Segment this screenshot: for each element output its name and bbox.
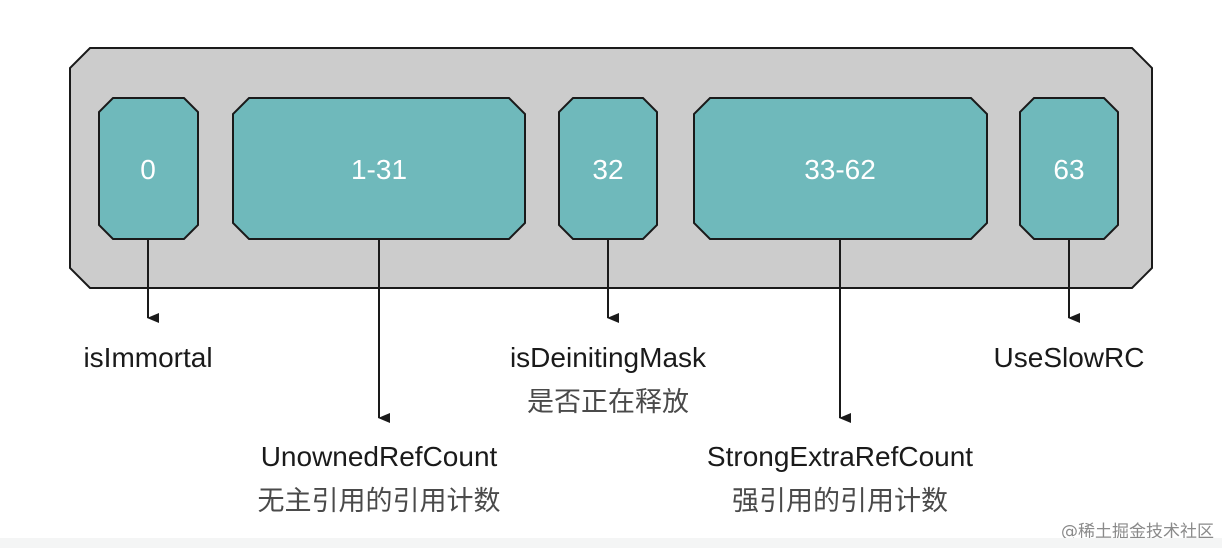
segment-bits-33-62: 33-62 xyxy=(693,97,988,240)
segment-bit-0: 0 xyxy=(98,97,199,240)
bottom-strip xyxy=(0,538,1222,548)
segment-bits-1-31-label: 1-31 xyxy=(351,154,407,185)
annotation-unowned-subtitle: 无主引用的引用计数 xyxy=(258,486,501,517)
segment-bits-33-62-box xyxy=(693,97,988,240)
annotation-deiniting-subtitle: 是否正在释放 xyxy=(527,387,689,418)
segment-bit-63-label: 63 xyxy=(1053,154,1084,185)
segment-bit-63: 63 xyxy=(1019,97,1119,240)
segment-bit-32-box xyxy=(558,97,658,240)
segment-bit-0-label: 0 xyxy=(140,154,156,185)
segment-bits-1-31: 1-31 xyxy=(232,97,526,240)
watermark: @稀土掘金技术社区 xyxy=(1061,522,1214,542)
segment-bits-33-62-label: 33-62 xyxy=(804,154,876,185)
annotation-strong-title: StrongExtraRefCount xyxy=(707,441,973,472)
segment-bit-63-box xyxy=(1019,97,1119,240)
segment-bit-32-label: 32 xyxy=(592,154,623,185)
segment-bits-1-31-box xyxy=(232,97,526,240)
segment-bit-32: 32 xyxy=(558,97,658,240)
annotation-unowned-title: UnownedRefCount xyxy=(261,441,498,472)
segment-bit-0-box xyxy=(98,97,199,240)
annotation-strong-subtitle: 强引用的引用计数 xyxy=(732,486,948,517)
annotation-deiniting-title: isDeinitingMask xyxy=(510,342,707,373)
annotation-useslowrc-title: UseSlowRC xyxy=(994,342,1145,373)
annotation-isImmortal-title: isImmortal xyxy=(83,342,212,373)
